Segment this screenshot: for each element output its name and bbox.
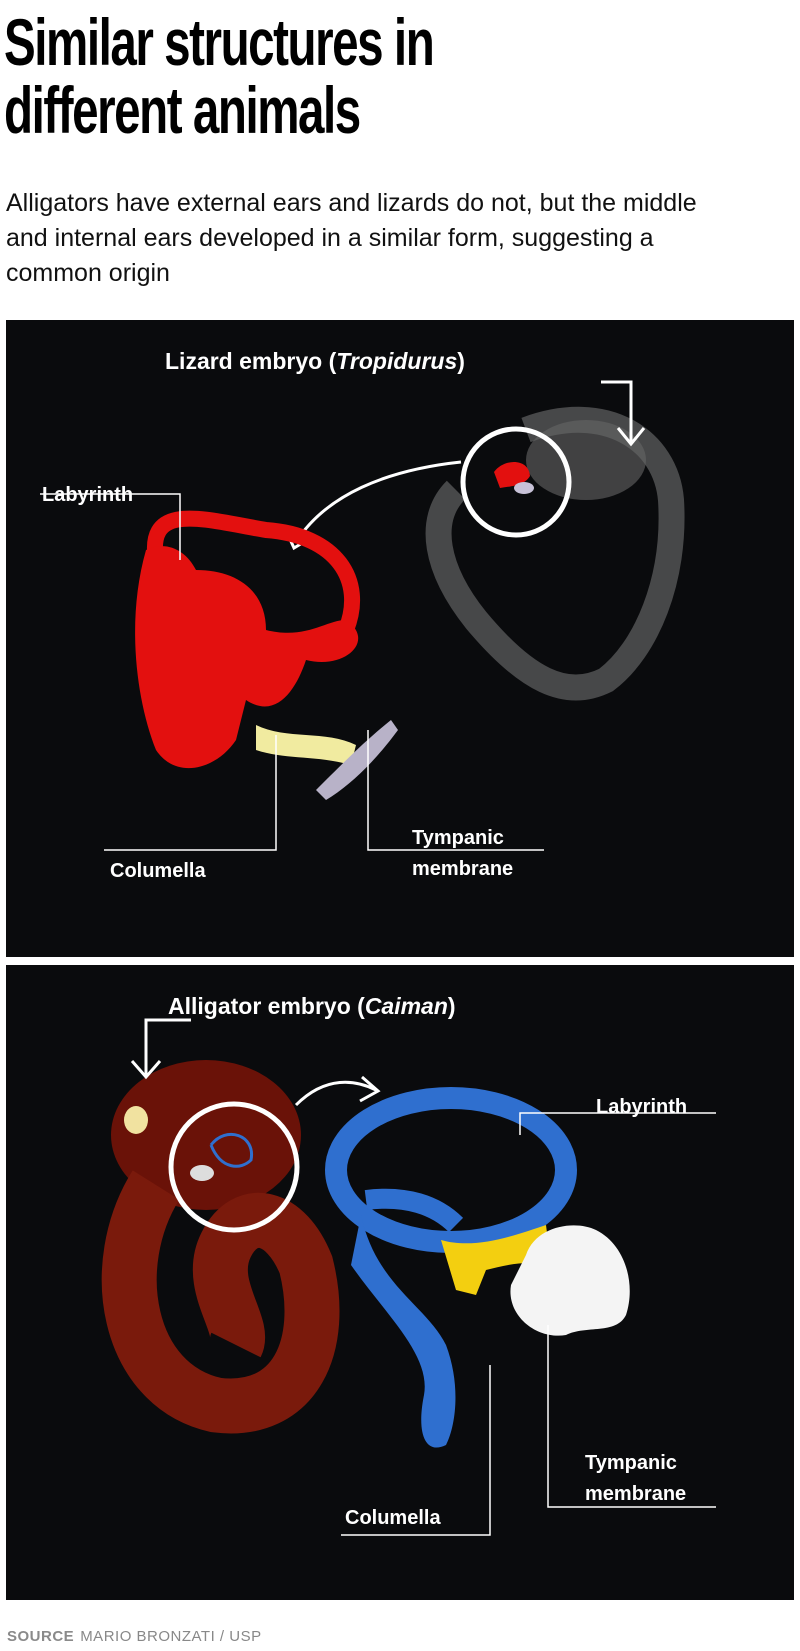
label-labyrinth: Labyrinth bbox=[596, 1096, 688, 1118]
tympanic-alligator bbox=[510, 1225, 630, 1336]
zoom-circle bbox=[460, 426, 572, 538]
curved-arrow bbox=[294, 460, 462, 543]
alligator-panel: Alligator embryo (Caiman) Labyrinth Colu… bbox=[6, 965, 794, 1600]
down-arrow bbox=[601, 380, 646, 447]
alligator-embryo bbox=[101, 1060, 340, 1434]
lizard-panel: Lizard embryo (Tropidurus) Labyrinth Col… bbox=[6, 320, 794, 957]
title-line-1: Similar structures in bbox=[4, 5, 435, 79]
lizard-panel-title: Lizard embryo (Tropidurus) bbox=[165, 348, 465, 374]
alligator-illustration bbox=[101, 1018, 716, 1536]
labyrinth-lizard bbox=[135, 510, 361, 769]
title-line-2: different animals bbox=[4, 73, 361, 147]
down-arrow bbox=[130, 1018, 191, 1080]
labyrinth-alligator bbox=[325, 1087, 577, 1448]
zoom-circle bbox=[168, 1101, 300, 1233]
label-labyrinth: Labyrinth bbox=[42, 484, 134, 506]
lizard-embryo bbox=[425, 406, 685, 701]
alligator-panel-title: Alligator embryo (Caiman) bbox=[168, 993, 456, 1019]
curved-arrow bbox=[294, 1075, 381, 1107]
columella-lizard bbox=[256, 725, 356, 765]
label-columella: Columella bbox=[345, 1507, 441, 1529]
columella-alligator bbox=[441, 1225, 551, 1295]
lizard-illustration bbox=[40, 380, 685, 851]
tympanic-lizard bbox=[316, 720, 398, 800]
subtitle: Alligators have external ears and lizard… bbox=[6, 189, 697, 287]
label-columella: Columella bbox=[110, 860, 206, 882]
